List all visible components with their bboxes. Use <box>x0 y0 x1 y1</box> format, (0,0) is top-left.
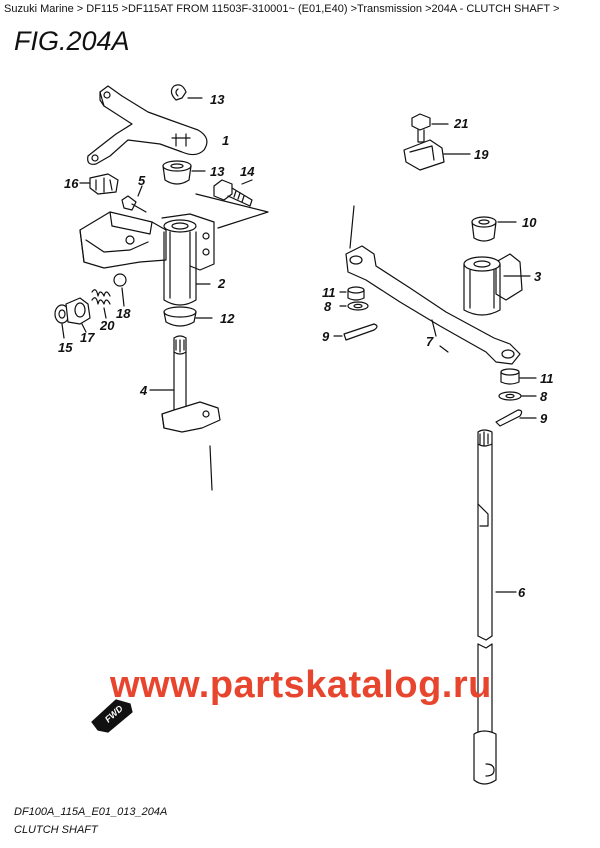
callout-13[interactable]: 13 <box>210 92 225 107</box>
assembly-leader-lines <box>195 193 269 491</box>
part-13-bushing[interactable] <box>162 160 206 185</box>
breadcrumb-separator: > <box>347 3 358 15</box>
callout-17[interactable]: 17 <box>80 330 95 345</box>
figure-name: CLUTCH SHAFT <box>14 824 98 836</box>
breadcrumb-separator: > <box>549 3 560 15</box>
callout-19[interactable]: 19 <box>474 147 489 162</box>
part-7-link-rod[interactable] <box>345 245 521 365</box>
part-20-spring[interactable] <box>91 289 111 319</box>
callout-11[interactable]: 11 <box>322 285 336 300</box>
callout-4[interactable]: 4 <box>139 383 148 398</box>
breadcrumb-separator: > <box>73 3 84 15</box>
watermark: www.partskatalog.ru <box>110 664 492 706</box>
callout-18[interactable]: 18 <box>116 306 131 321</box>
part-21-bolt[interactable] <box>411 113 449 143</box>
callout-15[interactable]: 15 <box>58 340 73 355</box>
part-15-plug[interactable] <box>54 304 70 339</box>
part-2-housing[interactable] <box>79 211 215 306</box>
part-12-collar[interactable] <box>163 306 213 327</box>
figure-code: DF100A_115A_E01_013_204A <box>14 806 168 818</box>
callout-8[interactable]: 8 <box>324 299 332 314</box>
callout-1[interactable]: 1 <box>222 133 229 148</box>
callout-21[interactable]: 21 <box>453 116 468 131</box>
callout-9[interactable]: 9 <box>540 411 548 426</box>
callout-8[interactable]: 8 <box>540 389 548 404</box>
part-17-sleeve[interactable] <box>65 297 91 333</box>
callout-12[interactable]: 12 <box>220 311 235 326</box>
part-8-washer-right[interactable] <box>498 391 537 401</box>
part-11-nut-left[interactable] <box>339 286 365 301</box>
callout-10[interactable]: 10 <box>522 215 537 230</box>
breadcrumb-separator: > <box>118 3 128 15</box>
figure-title: FIG.204A <box>14 26 130 56</box>
breadcrumb-item-suzuki-marine[interactable]: Suzuki Marine <box>4 3 74 15</box>
breadcrumb-item-transmission[interactable]: Transmission <box>357 3 423 15</box>
part-8-washer-left[interactable] <box>339 301 369 311</box>
breadcrumb-item-df115[interactable]: DF115 <box>86 3 119 15</box>
part-9-pin-right[interactable] <box>495 409 537 427</box>
breadcrumb: Suzuki Marine > DF115 >DF115AT FROM 1150… <box>4 3 559 15</box>
breadcrumb-item-current[interactable]: 204A - CLUTCH SHAFT <box>431 3 550 15</box>
part-11-nut-right[interactable] <box>500 368 537 385</box>
callout-16[interactable]: 16 <box>64 176 79 191</box>
callout-7[interactable]: 7 <box>426 334 434 349</box>
callout-3[interactable]: 3 <box>534 269 542 284</box>
part-16-clip[interactable] <box>79 173 119 195</box>
part-13-clip[interactable] <box>170 84 203 101</box>
part-9-pin-left[interactable] <box>333 323 378 341</box>
callout-11[interactable]: 11 <box>540 371 554 386</box>
part-14-bolt[interactable] <box>213 179 253 207</box>
part-6-clutch-shaft[interactable] <box>473 429 517 785</box>
part-10-cap[interactable] <box>471 216 517 242</box>
part-4-shift-rod[interactable] <box>149 335 221 433</box>
breadcrumb-separator: > <box>422 3 432 15</box>
fwd-arrow-icon: FWD <box>91 699 133 733</box>
callout-5[interactable]: 5 <box>138 173 146 188</box>
callout-13[interactable]: 13 <box>210 164 225 179</box>
part-3-boss[interactable] <box>463 253 531 316</box>
breadcrumb-item-model[interactable]: DF115AT FROM 11503F-310001~ (E01,E40) <box>127 3 348 15</box>
callout-2[interactable]: 2 <box>217 276 226 291</box>
callout-20[interactable]: 20 <box>99 318 115 333</box>
part-5-fitting[interactable] <box>121 185 147 213</box>
part-18-ball[interactable] <box>113 273 127 307</box>
callout-6[interactable]: 6 <box>518 585 526 600</box>
callout-14[interactable]: 14 <box>240 164 255 179</box>
assembly-leader-lines-right <box>349 205 449 353</box>
part-19-clamp[interactable] <box>403 139 471 171</box>
part-1-shift-lever[interactable] <box>87 85 208 165</box>
callout-9[interactable]: 9 <box>322 329 330 344</box>
